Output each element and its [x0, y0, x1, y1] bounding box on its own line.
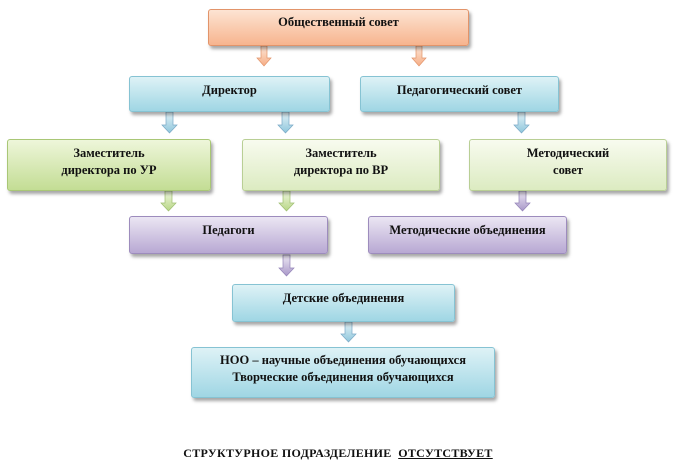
arrow-council-to-pedsov: [411, 45, 427, 67]
node-methodical-council: Методический совет: [469, 139, 667, 191]
footer-emphasis: ОТСУТСТВУЕТ: [398, 446, 493, 460]
node-label: Общественный совет: [278, 15, 399, 29]
node-deputy-director-ur: Заместитель директора по УР: [7, 139, 211, 191]
arrow-pedsov-to-metsov: [513, 111, 530, 134]
arrow-dep-vr-to-teachers: [278, 190, 295, 212]
node-label-line-1: Методический: [526, 146, 610, 160]
node-children-associations: Детские объединения: [232, 284, 455, 322]
node-public-council: Общественный совет: [208, 9, 469, 46]
node-label: Директор: [202, 83, 257, 97]
node-label: Педагоги: [202, 223, 255, 237]
node-director: Директор: [129, 76, 330, 112]
node-student-associations: НОО – научные объединения обучающихся Тв…: [191, 347, 495, 398]
arrow-kids-to-noo: [340, 321, 357, 343]
node-label-line-2: директора по ВР: [293, 163, 389, 177]
node-label: Детские объединения: [282, 291, 405, 305]
node-label-line-2: Творческие объединения обучающихся: [232, 370, 454, 384]
node-label-line-1: Заместитель: [305, 146, 377, 160]
node-label: Педагогический совет: [396, 83, 523, 97]
arrow-director-to-dep-vr: [277, 111, 294, 134]
node-deputy-director-vr: Заместитель директора по ВР: [242, 139, 440, 191]
node-teachers: Педагоги: [129, 216, 328, 254]
arrow-dep-ur-to-teachers: [160, 190, 177, 212]
node-label-line-1: НОО – научные объединения обучающихся: [220, 353, 466, 367]
arrow-teachers-to-kids: [278, 254, 295, 277]
footer-note: СТРУКТУРНОЕ ПОДРАЗДЕЛЕНИЕ ОТСУТСТВУЕТ: [0, 446, 676, 461]
arrow-metsov-to-metassoc: [514, 190, 531, 212]
arrow-council-to-director: [256, 45, 272, 67]
node-methodical-associations: Методические объединения: [368, 216, 567, 254]
node-label-line-1: Заместитель: [73, 146, 145, 160]
node-label-line-2: совет: [553, 163, 583, 177]
arrow-director-to-dep-ur: [161, 111, 178, 134]
node-pedagogical-council: Педагогический совет: [360, 76, 559, 112]
footer-prefix: СТРУКТУРНОЕ ПОДРАЗДЕЛЕНИЕ: [183, 446, 392, 460]
node-label: Методические объединения: [389, 223, 546, 237]
node-label-line-2: директора по УР: [61, 163, 157, 177]
